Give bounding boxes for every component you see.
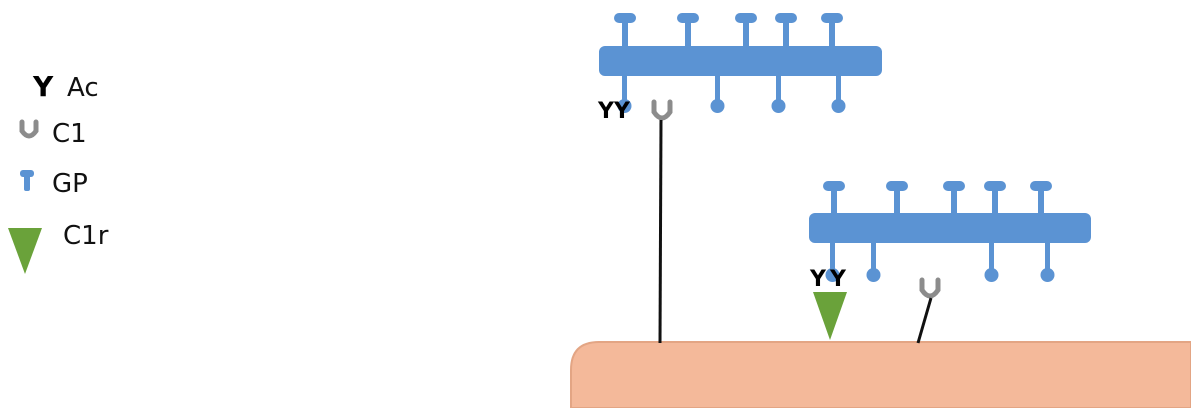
upper-membrane-linker <box>658 119 663 344</box>
upper-bottom-gp-pins <box>617 74 846 113</box>
c1-cup-icon <box>19 119 39 139</box>
gp-pin-icon <box>677 13 699 50</box>
ac-y-icon: Y <box>613 99 631 124</box>
upper-polymer-backbone <box>599 46 882 76</box>
gp-pin-icon <box>831 74 846 113</box>
legend-label-c1r: C1r <box>63 221 109 251</box>
gp-pin-icon <box>1030 181 1052 216</box>
lower-membrane-linker <box>916 297 933 344</box>
gp-pin-icon <box>614 13 636 50</box>
gp-pin-icon <box>775 13 797 50</box>
legend-item-gp: GP <box>20 169 88 199</box>
lower-polymer-backbone <box>809 213 1091 243</box>
ac-y-icon: Y <box>32 70 54 103</box>
gp-pin-icon <box>821 13 843 50</box>
c1-cup-icon <box>651 99 673 121</box>
lower-polymer: Y Y <box>809 181 1091 344</box>
legend-label-gp: GP <box>52 169 88 199</box>
gp-pin-icon <box>984 181 1006 216</box>
legend-item-c1r: C1r <box>8 221 109 274</box>
cell-membrane <box>570 341 1191 408</box>
gp-pin-icon <box>886 181 908 216</box>
gp-pin-icon <box>866 241 881 282</box>
gp-pin-icon <box>735 13 757 50</box>
legend: Y Ac C1 GP C1r <box>8 70 109 274</box>
lower-top-gp-pins <box>823 181 1052 216</box>
gp-pin-icon <box>823 181 845 216</box>
c1-cup-icon <box>919 277 941 299</box>
gp-pin-icon <box>825 241 840 282</box>
c1r-triangle-icon <box>8 228 42 274</box>
upper-top-gp-pins <box>614 13 843 50</box>
gp-pin-icon <box>984 241 999 282</box>
lower-bottom-gp-pins <box>825 241 1055 282</box>
ac-y-icon: Y <box>829 267 847 292</box>
gp-pin-icon <box>20 170 34 191</box>
legend-item-c1: C1 <box>19 119 87 149</box>
upper-polymer: Y Y <box>597 13 882 344</box>
gp-pin-icon <box>1040 241 1055 282</box>
legend-label-c1: C1 <box>52 119 87 149</box>
ac-y-icon: Y <box>809 267 827 292</box>
gp-pin-icon <box>710 74 725 113</box>
legend-item-ac: Y Ac <box>32 70 99 103</box>
gp-pin-icon <box>617 74 632 113</box>
gp-pin-icon <box>943 181 965 216</box>
c1r-triangle-icon <box>813 292 847 340</box>
legend-label-ac: Ac <box>67 73 99 103</box>
ac-y-icon: Y <box>597 99 615 124</box>
gp-pin-icon <box>771 74 786 113</box>
